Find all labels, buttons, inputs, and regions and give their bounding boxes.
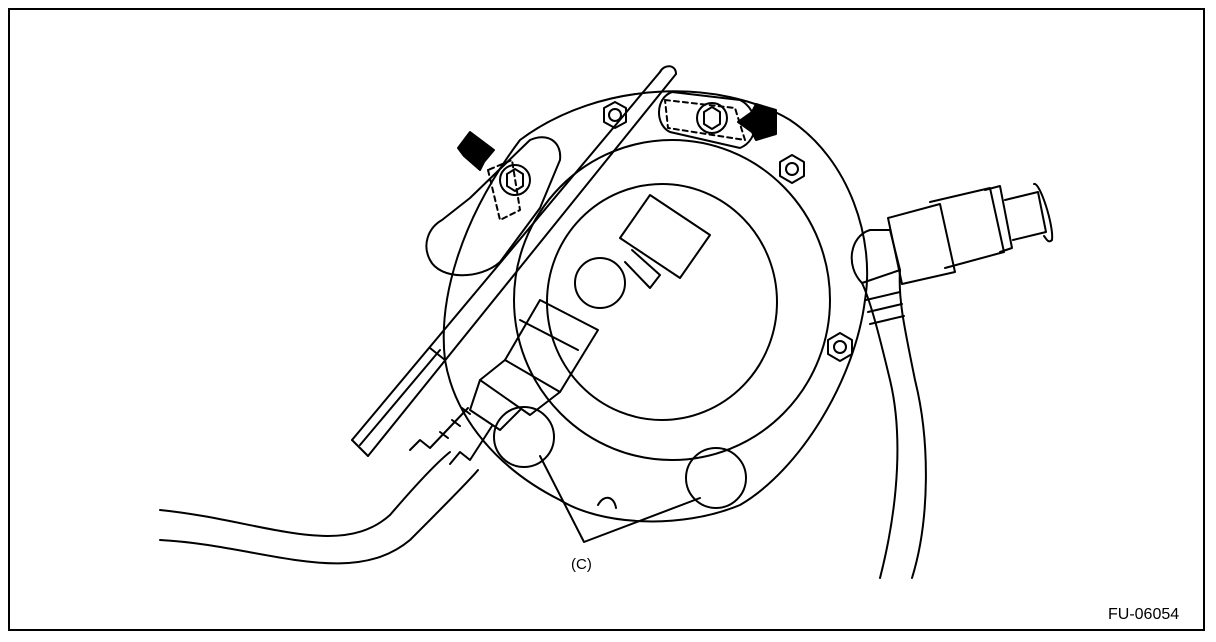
hose-right	[861, 282, 899, 579]
arrow-icon	[457, 131, 495, 171]
figure-id: FU-06054	[1108, 606, 1180, 623]
ball-socket	[685, 447, 747, 509]
bolt-icon	[499, 164, 531, 196]
flange-outline	[442, 90, 869, 523]
bolt-bracket-left	[425, 136, 562, 277]
flange-ring	[513, 139, 831, 461]
nut-icon	[779, 154, 805, 184]
pump-body-ring	[546, 183, 778, 421]
corrugated-tube	[409, 407, 493, 465]
harness-connector	[469, 299, 599, 431]
rod	[351, 65, 677, 457]
bolt-bracket-top	[658, 91, 756, 149]
flange-notch	[597, 496, 617, 509]
ball-socket	[493, 406, 555, 468]
nut-icon	[827, 332, 853, 362]
nut-icon	[603, 101, 627, 129]
bolt-icon	[696, 102, 728, 134]
callout-label: (C)	[571, 556, 592, 573]
electrical-connector	[619, 194, 711, 289]
callout-leader	[539, 455, 701, 543]
quick-connector	[850, 182, 1054, 285]
hose-left	[159, 451, 451, 537]
ball-socket	[574, 257, 626, 309]
figure-frame	[8, 8, 1205, 631]
arrow-icon	[737, 103, 777, 141]
